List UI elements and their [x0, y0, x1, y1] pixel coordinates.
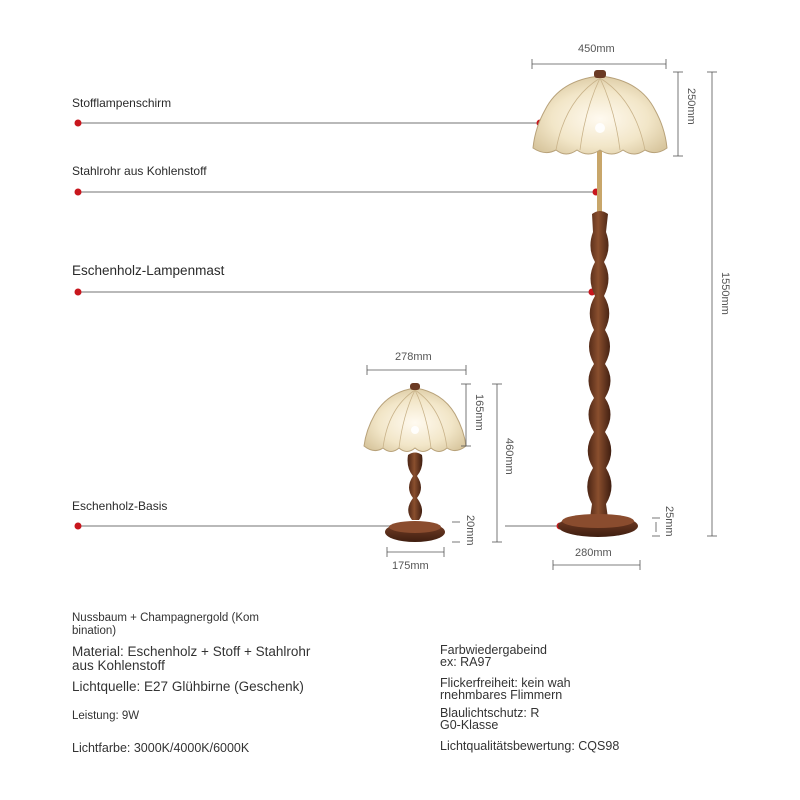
callout-dot [74, 288, 82, 296]
spec-blue-light-line2: G0-Klasse [440, 718, 499, 732]
table-shade [363, 383, 467, 452]
table-wood-pole [407, 452, 423, 520]
spec-light-quality: Lichtqualitätsbewertung: CQS98 [440, 739, 620, 753]
spec-light-color: Lichtfarbe: 3000K/4000K/6000K [72, 741, 250, 755]
table-dimension-lines [366, 365, 502, 557]
callout-label-steel-tube: Stahlrohr aus Kohlenstoff [72, 164, 207, 178]
dim-table-shade-height: 165mm [473, 394, 485, 431]
spec-material-line2: aus Kohlenstoff [72, 658, 165, 673]
spec-blue-light: Blaulichtschutz: R G0-Klasse [440, 706, 540, 732]
callout-dot [74, 119, 82, 127]
dim-floor-shade-width: 450mm [578, 43, 615, 55]
floor-dimension-lines [531, 59, 717, 570]
callout-label-base: Eschenholz-Basis [72, 499, 168, 513]
floor-lamp [532, 70, 668, 537]
spec-light-source: Lichtquelle: E27 Glühbirne (Geschenk) [72, 679, 304, 694]
spec-flicker-line2: rnehmbares Flimmern [440, 688, 563, 702]
dim-table-shade-width: 278mm [395, 351, 432, 363]
callout-lines [78, 122, 596, 527]
table-lamp [363, 383, 467, 542]
steel-tube [597, 148, 602, 214]
spec-blue-light-line1: Blaulichtschutz: R [440, 706, 540, 720]
callout-dot [74, 522, 82, 530]
spec-flicker: Flickerfreiheit: kein wah rnehmbares Fli… [440, 676, 571, 702]
spec-color-line2: bination) [72, 625, 117, 637]
dim-table-base-width: 175mm [392, 560, 429, 572]
spec-power: Leistung: 9W [72, 710, 140, 722]
spec-cri-line2: ex: RA97 [440, 655, 492, 669]
spec-color-line1: Nussbaum + Champagnergold (Kom [72, 612, 259, 624]
dim-floor-base-width: 280mm [575, 547, 612, 559]
callout-label-shade: Stofflampenschirm [72, 96, 172, 110]
callout-dots [74, 119, 600, 530]
dim-floor-total-height: 1550mm [719, 272, 731, 315]
callout-dot [74, 188, 82, 196]
spec-material-line1: Material: Eschenholz + Stoff + Stahlrohr [72, 644, 311, 659]
wood-pole [587, 211, 612, 518]
spec-color: Nussbaum + Champagnergold (Kom bination) [72, 612, 259, 638]
callout-label-pole: Eschenholz-Lampenmast [72, 263, 225, 278]
dim-table-base-height: 20mm [464, 515, 476, 546]
spec-cri: Farbwiedergabeind ex: RA97 [440, 643, 548, 669]
floor-shade [532, 70, 668, 155]
spec-cri-line1: Farbwiedergabeind [440, 643, 548, 657]
dim-floor-shade-height: 250mm [685, 88, 697, 125]
spec-flicker-line1: Flickerfreiheit: kein wah [440, 676, 571, 690]
dim-table-total-height: 460mm [503, 438, 515, 475]
dim-floor-base-height: 25mm [663, 506, 675, 537]
spec-material: Material: Eschenholz + Stoff + Stahlrohr… [72, 645, 310, 673]
